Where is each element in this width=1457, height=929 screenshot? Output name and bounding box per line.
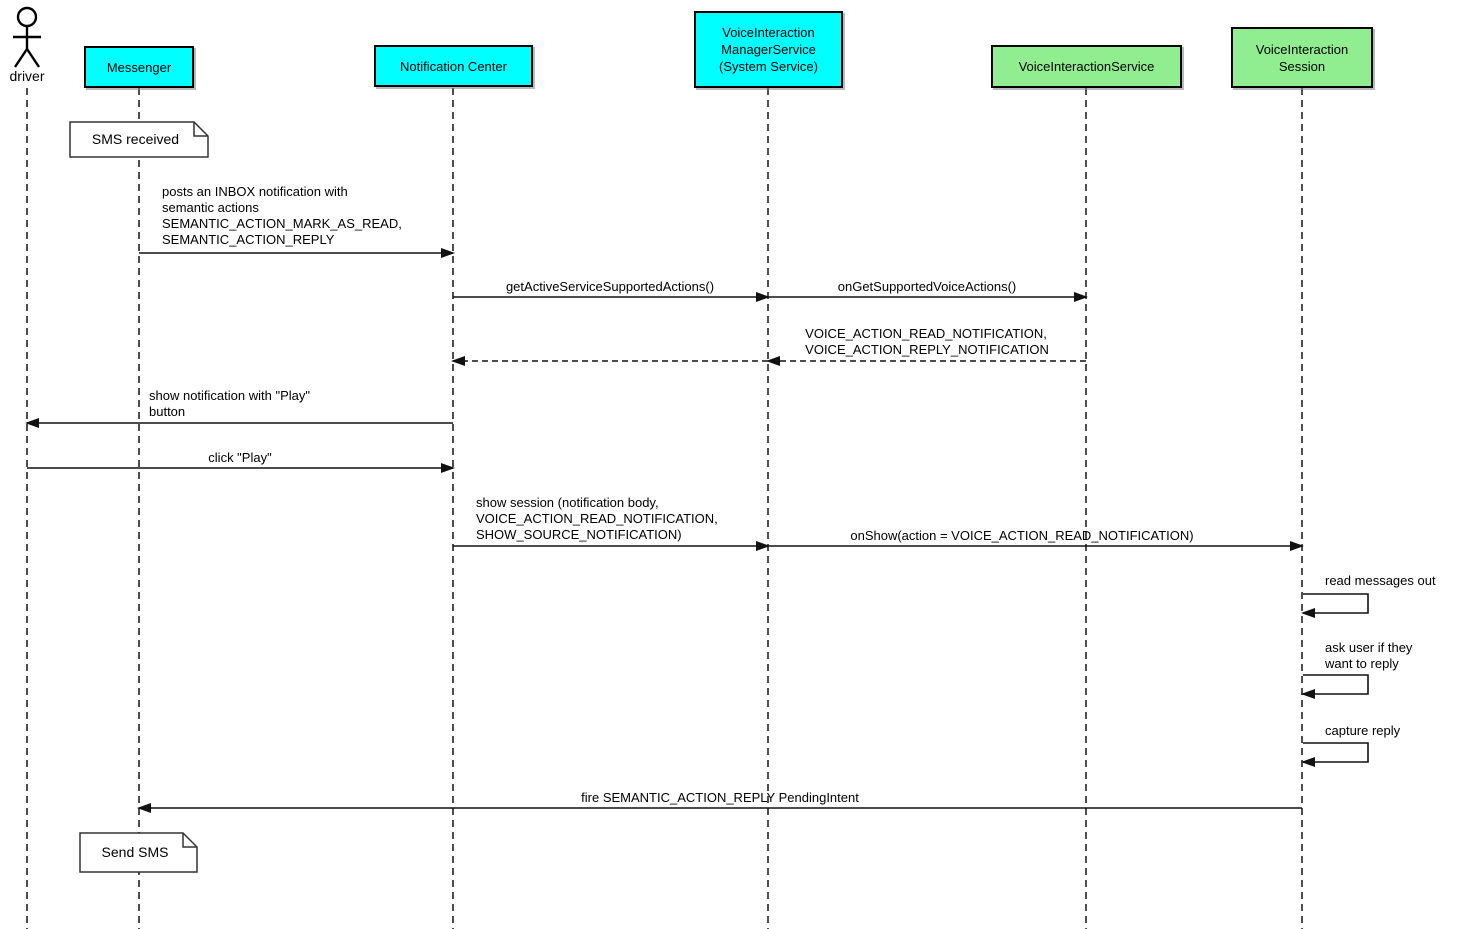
message-voice-actions-return: VOICE_ACTION_READ_NOTIFICATION, VOICE_AC… [805, 326, 1049, 357]
message-ask-user-reply: ask user if they want to reply [1325, 640, 1413, 671]
note-send-sms-shape [79, 832, 198, 873]
participant-voice-interaction-manager-service: VoiceInteraction ManagerService (System … [694, 11, 843, 88]
note-sms-received: SMS received [91, 131, 180, 147]
message-capture-reply: capture reply [1325, 723, 1401, 738]
note-sms-received-shape [69, 121, 209, 158]
participant-voice-interaction-service: VoiceInteractionService [991, 45, 1182, 88]
arrow-self-ask-user [1301, 674, 1369, 699]
arrow-self-read-messages [1301, 593, 1369, 618]
note-send-sms: Send SMS [101, 844, 169, 860]
message-on-get-supported: onGetSupportedVoiceActions() [837, 279, 1017, 294]
message-fire-reply-intent: fire SEMANTIC_ACTION_REPLY PendingIntent [581, 790, 859, 805]
participant-notification-center: Notification Center [374, 45, 533, 87]
message-post-inbox: posts an INBOX notification with semanti… [162, 184, 402, 247]
message-show-session: show session (notification body, VOICE_A… [476, 495, 718, 542]
actor-label: driver [9, 68, 45, 84]
actor-figure-icon [13, 6, 41, 68]
participant-voice-interaction-session: VoiceInteraction Session [1231, 27, 1373, 88]
message-get-active-actions: getActiveServiceSupportedActions() [505, 279, 715, 294]
arrow-self-capture-reply [1301, 742, 1369, 767]
message-click-play: click "Play" [208, 450, 272, 465]
participant-messenger: Messenger [84, 46, 194, 88]
message-read-messages-out: read messages out [1325, 573, 1436, 588]
message-show-notification: show notification with "Play" button [149, 388, 310, 419]
message-on-show: onShow(action = VOICE_ACTION_READ_NOTIFI… [850, 528, 1194, 543]
